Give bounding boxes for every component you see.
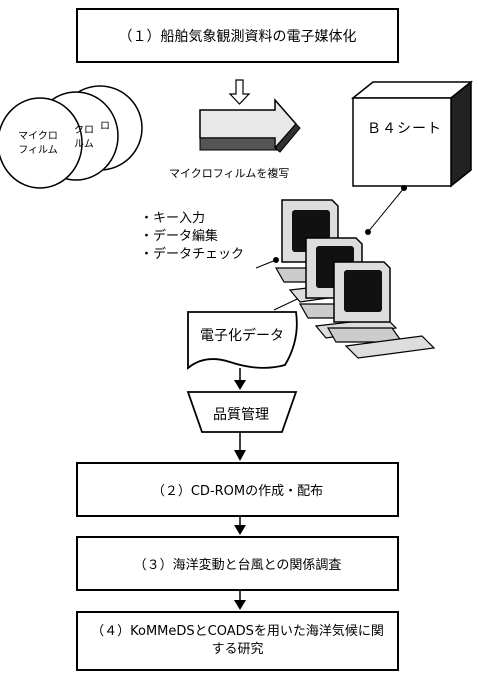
step-2-box: （２）CD-ROMの作成・配布 — [76, 462, 399, 517]
b4-sheet-cube — [350, 80, 474, 188]
digital-data-label: 電子化データ — [200, 328, 284, 344]
step-4-label: （４）KoMMeDSとCOADSを用いた海洋気候に関する研究 — [91, 624, 384, 657]
microfilm-stack — [0, 85, 143, 189]
task-data-check: ・データチェック — [140, 247, 245, 262]
quality-control-label: 品質管理 — [213, 407, 269, 423]
microfilm-back-label-line1: ロ — [100, 121, 110, 132]
computer-3 — [326, 261, 436, 359]
step-4-box: （４）KoMMeDSとCOADSを用いた海洋気候に関する研究 — [76, 611, 399, 671]
microfilm-back-label: ロ — [100, 120, 110, 134]
flow-arrows — [234, 432, 246, 610]
microfilm-disc-front — [0, 97, 83, 189]
microfilm-mid-label: クロ ルム — [74, 124, 94, 152]
arrow-to-qc — [234, 368, 246, 390]
task-list: ・キー入力 ・データ編集 ・データチェック — [140, 210, 244, 264]
step-1-box: （１）船舶気象観測資料の電子媒体化 — [76, 8, 399, 63]
step-3-box: （３）海洋変動と台風との関係調査 — [76, 536, 399, 591]
step-1-label: （１）船舶気象観測資料の電子媒体化 — [118, 28, 357, 45]
microfilm-front-label-line2: フィルム — [18, 145, 58, 156]
microfilm-mid-label-line1: クロ — [74, 125, 94, 136]
microfilm-front-label: マイクロ フィルム — [8, 130, 68, 158]
down-arrow-icon — [228, 79, 251, 105]
microfilm-mid-label-line2: ルム — [74, 139, 94, 150]
copy-arrow-icon — [199, 98, 301, 153]
quality-control-shape — [186, 391, 298, 433]
digital-data-shape — [187, 311, 298, 370]
step-3-label: （３）海洋変動と台風との関係調査 — [133, 558, 342, 573]
task-key-input: ・キー入力 — [140, 211, 206, 226]
step-2-label: （２）CD-ROMの作成・配布 — [151, 484, 324, 499]
copy-microfilm-label: マイクロフィルムを複写 — [169, 167, 290, 180]
b4-sheet-label: Ｂ４シート — [367, 121, 442, 137]
microfilm-front-label-line1: マイクロ — [18, 131, 58, 142]
task-data-edit: ・データ編集 — [140, 229, 219, 244]
computer-workstations — [274, 199, 436, 359]
